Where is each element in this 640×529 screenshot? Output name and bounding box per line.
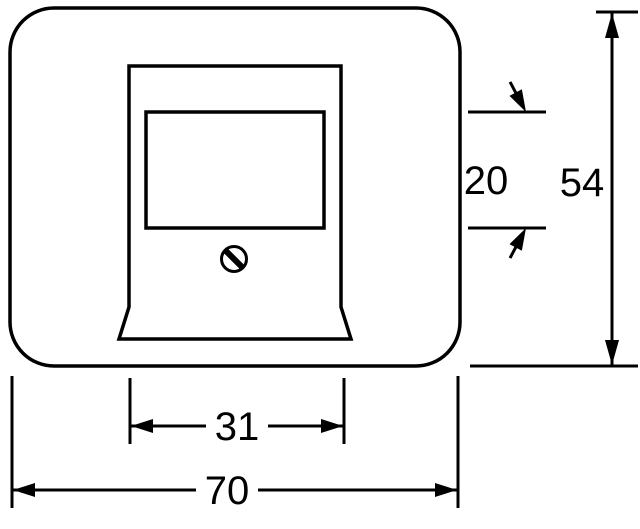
screw-circle xyxy=(220,245,248,273)
arrowhead-left-icon xyxy=(131,419,153,433)
central-insert-outline xyxy=(116,64,354,341)
arrowhead-down-icon xyxy=(605,340,619,365)
arrowhead-up-icon xyxy=(509,228,526,251)
dimension-label-total-width: 70 xyxy=(205,469,250,513)
dimension-label-opening-height: 20 xyxy=(464,159,509,203)
arrowhead-right-icon xyxy=(435,483,457,497)
dimension-total-width: 70 xyxy=(10,376,460,513)
dimension-opening-width: 31 xyxy=(128,378,346,449)
arrowhead-left-icon xyxy=(13,483,35,497)
arrowhead-up-icon xyxy=(605,13,619,38)
arrowhead-down-icon xyxy=(509,89,526,112)
dimension-label-total-height: 54 xyxy=(560,161,605,205)
dimension-total-height: 54 xyxy=(470,10,638,368)
opening-rect xyxy=(144,110,326,230)
outside-arrow-bottom xyxy=(508,228,526,259)
plate-outline xyxy=(8,6,462,368)
screw-head-icon xyxy=(220,245,248,273)
outside-arrow-top xyxy=(508,81,526,112)
dimension-label-opening-width: 31 xyxy=(215,405,260,449)
dimension-opening-height: 20 xyxy=(464,81,546,259)
screw-slot xyxy=(223,248,245,270)
arrowhead-right-icon xyxy=(321,419,343,433)
